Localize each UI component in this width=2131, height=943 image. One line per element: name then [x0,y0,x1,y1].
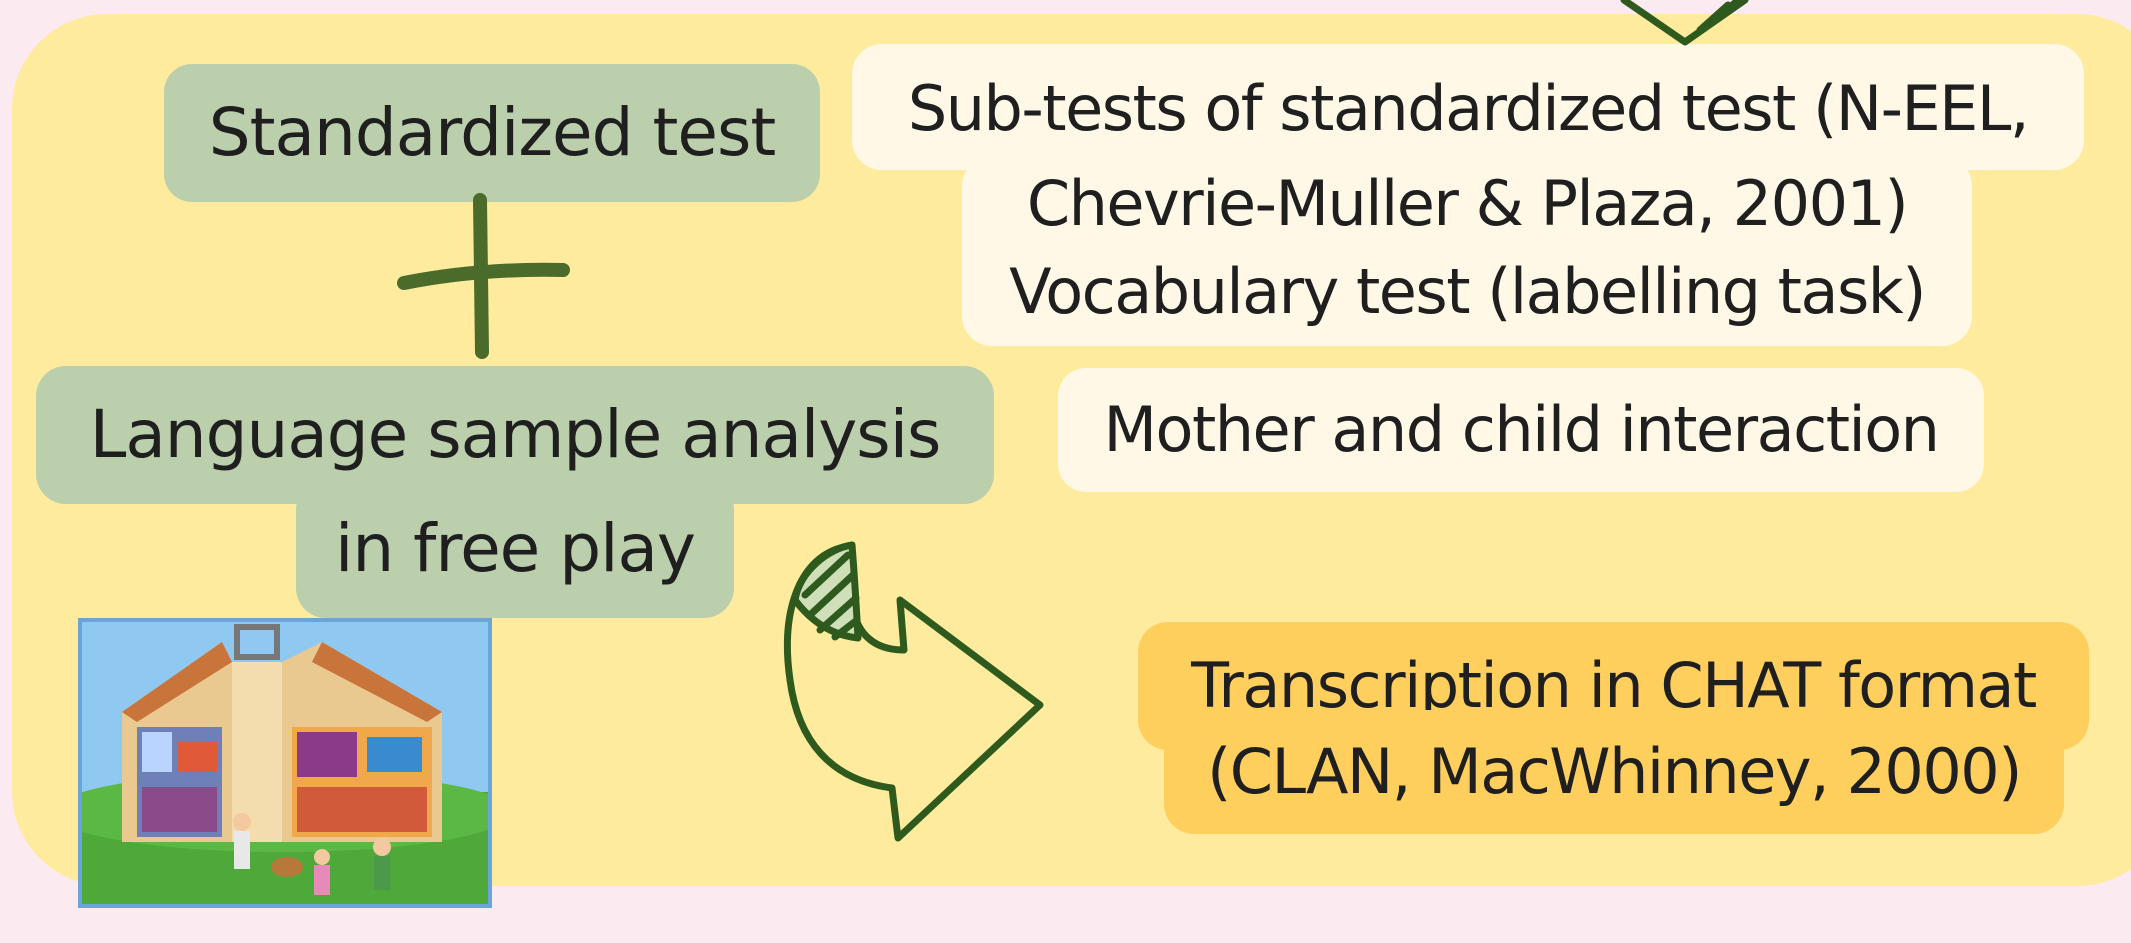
dollhouse-illustration [78,618,492,908]
arrow-tip-icon [1620,0,1749,46]
subtests-label-line1: Sub-tests of standardized test (N-EEL, [907,72,2030,145]
language-sample-label-line1: Language sample analysis [89,396,942,473]
transcription-box-lower: (CLAN, MacWhinney, 2000) [1164,710,2064,834]
language-sample-box: Language sample analysis [36,366,994,504]
subtests-box-lower: Chevrie-Muller & Plaza, 2001) Vocabulary… [962,156,1972,346]
language-sample-label-line2: in free play [335,510,696,587]
curved-arrow-icon [783,541,1044,842]
transcription-label-line1: Transcription in CHAT format [1191,649,2037,722]
vocabulary-test-label: Vocabulary test (labelling task) [1009,255,1926,328]
mother-child-label: Mother and child interaction [1103,393,1940,466]
dollhouse-drawing [82,622,488,904]
transcription-label-line2: (CLAN, MacWhinney, 2000) [1207,735,2022,808]
language-sample-box-lower: in free play [296,480,734,618]
standardized-test-box: Standardized test [164,64,820,202]
plus-icon [397,193,570,359]
mother-child-box: Mother and child interaction [1058,368,1984,492]
subtests-label-line2: Chevrie-Muller & Plaza, 2001) [1026,167,1909,240]
subtests-box: Sub-tests of standardized test (N-EEL, [852,44,2084,170]
standardized-test-label: Standardized test [208,94,776,171]
